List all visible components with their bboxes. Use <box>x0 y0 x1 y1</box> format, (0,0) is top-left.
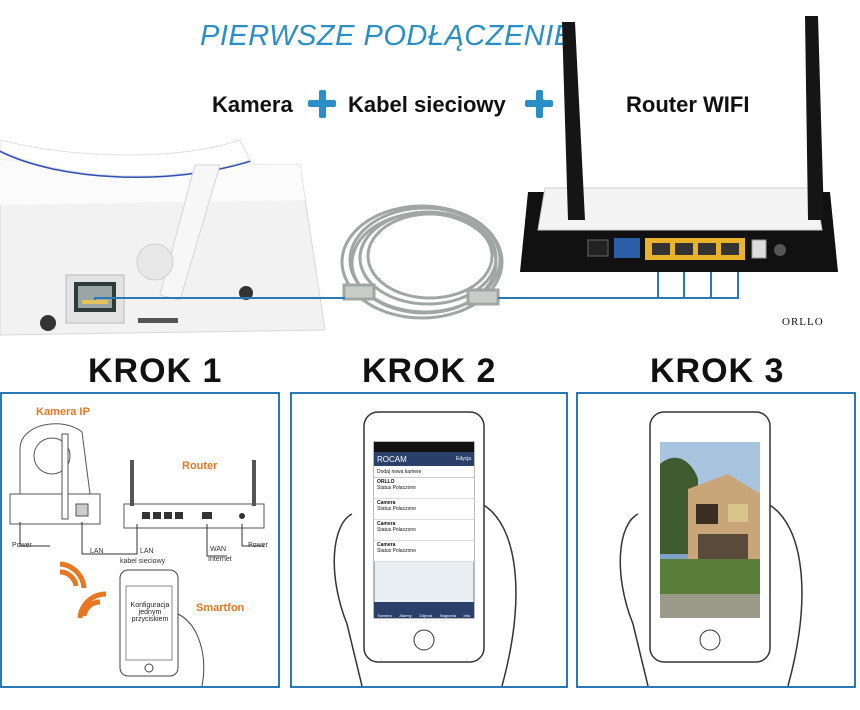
add-camera-item[interactable]: Dodaj nowa kamere <box>377 468 422 475</box>
edit-button[interactable]: Edycja <box>455 456 471 462</box>
nav-recordings[interactable]: Nagrania <box>439 613 456 618</box>
camera-image <box>0 139 326 336</box>
brand-logo: ORLLO <box>782 316 824 328</box>
cable-diagram-label: kabel sieciowy <box>120 558 166 565</box>
step-1-title: KROK 1 <box>88 352 223 390</box>
router-label: Router WIFI <box>626 92 750 117</box>
nav-alarms[interactable]: Alarmy <box>399 613 412 618</box>
router-image <box>520 16 838 272</box>
camera-view-illustration <box>619 411 803 686</box>
router-diagram-label: Router <box>182 460 218 472</box>
network-cable-image <box>340 204 504 320</box>
internet-label: Internet <box>208 556 232 563</box>
step-1-panel: Kamera IP Router Smartfon Power <box>0 392 280 688</box>
smartphone-label: Smartfon <box>196 602 245 614</box>
setup-diagram <box>9 423 265 686</box>
camera-ip-label: Kamera IP <box>36 406 90 418</box>
step-2-title: KROK 2 <box>362 352 497 390</box>
nav-camera[interactable]: Kamera <box>377 613 392 618</box>
app-bottom-nav: Kamera Alarmy Zdjecia Nagrania Info <box>374 602 474 618</box>
power-right-label: Power <box>248 542 268 549</box>
plus-icon <box>524 88 554 118</box>
lan-left-label: LAN <box>90 548 104 555</box>
power-left-label: Power <box>12 542 32 549</box>
wan-label: WAN <box>210 546 227 553</box>
cable-label: Kabel sieciowy <box>348 92 506 117</box>
step-3-panel <box>576 392 856 688</box>
phone-config-text: Konfiguracja jednym przyciskiem <box>130 602 170 623</box>
app-name: ROCAM <box>377 454 407 464</box>
nav-info[interactable]: Info <box>463 613 471 618</box>
connection-illustration <box>0 16 838 336</box>
plus-icon <box>307 88 337 118</box>
step-3-title: KROK 3 <box>650 352 785 390</box>
nav-photos[interactable]: Zdjecia <box>419 613 433 618</box>
camera-label: Kamera <box>212 92 293 117</box>
page-title: PIERWSZE PODŁĄCZENIE <box>200 20 574 52</box>
lan-right-label: LAN <box>140 548 154 555</box>
